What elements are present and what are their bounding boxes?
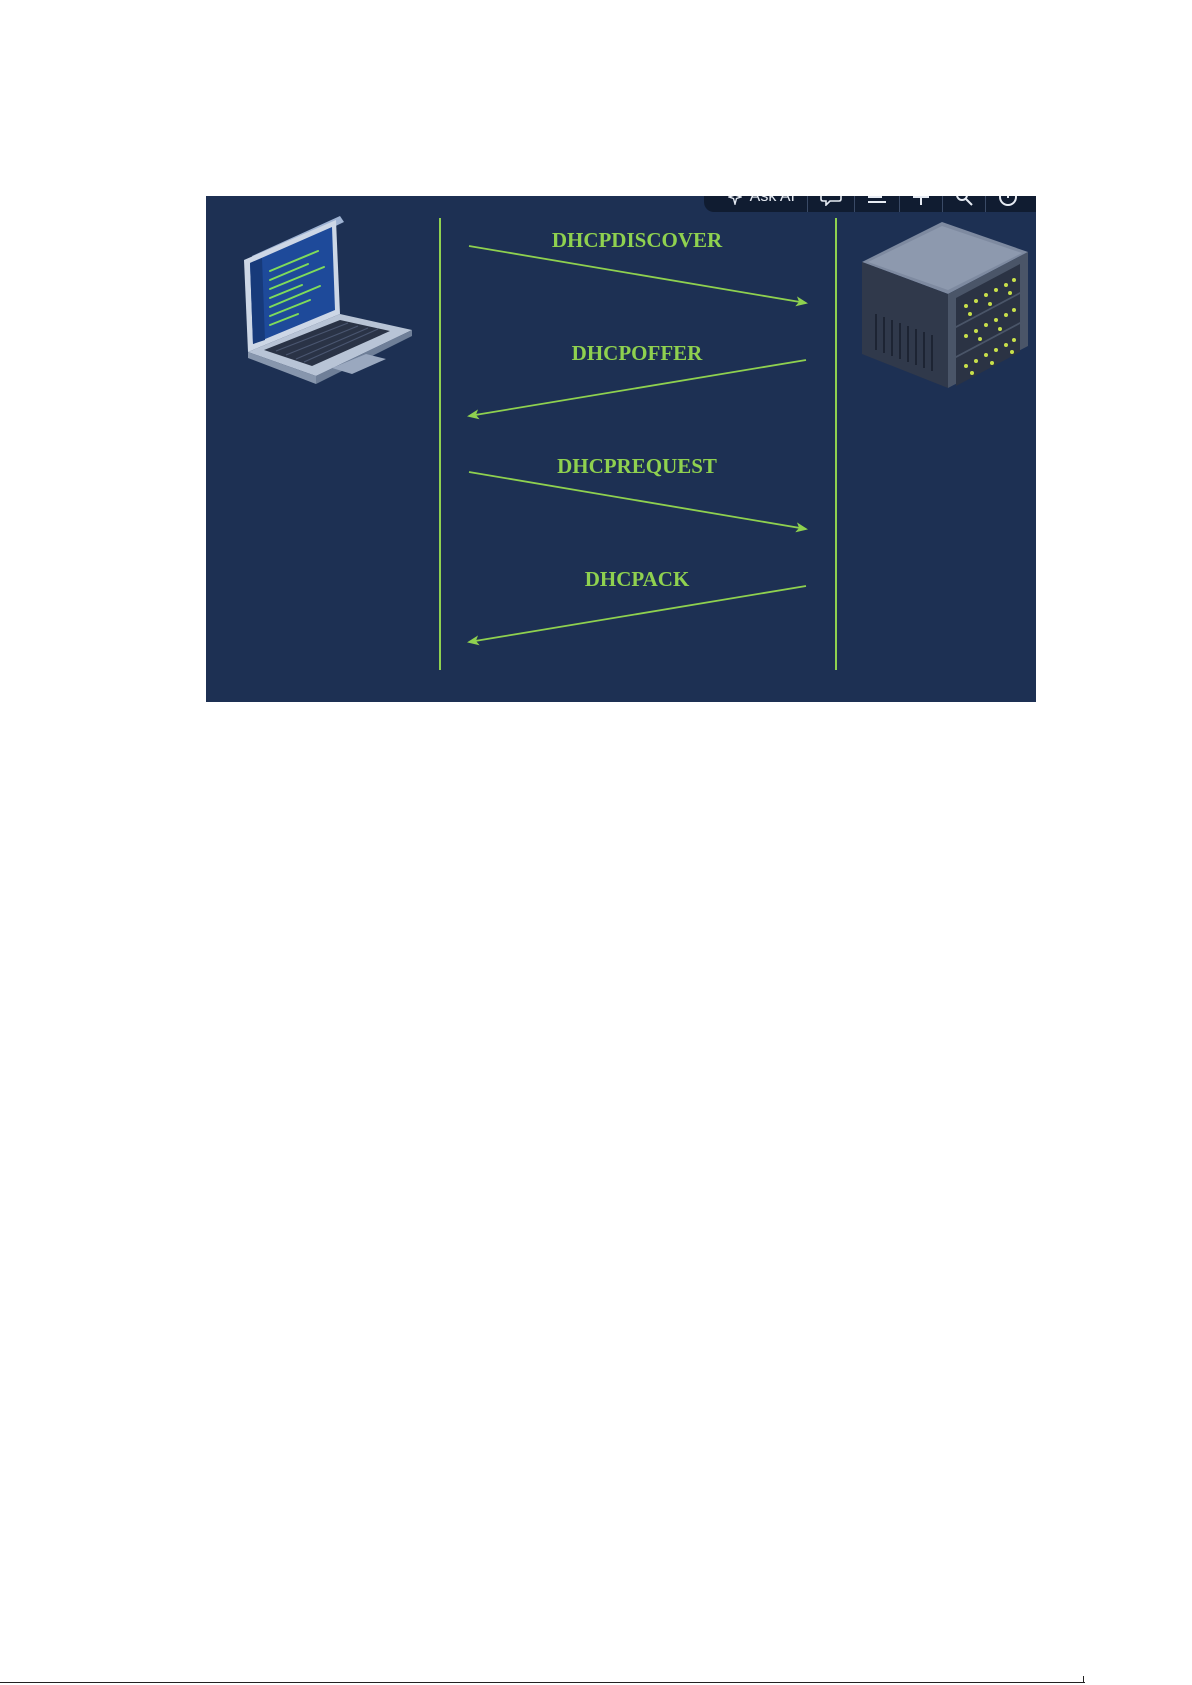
plus-icon (912, 196, 930, 206)
server-icon (862, 222, 1028, 388)
viewer-toolbar: Ask AI (704, 196, 1036, 212)
label-dhcpoffer: DHCPOFFER (572, 341, 703, 365)
arrow-dhcpack (469, 586, 806, 642)
ask-ai-button[interactable]: Ask AI (716, 196, 807, 212)
more-button[interactable] (985, 196, 1030, 212)
ask-ai-label: Ask AI (750, 196, 795, 206)
add-button[interactable] (899, 196, 942, 212)
label-dhcpdiscover: DHCPDISCOVER (552, 228, 723, 252)
sparkle-icon (728, 196, 742, 205)
page-footer-rule (0, 1682, 1085, 1683)
dhcp-diagram-figure: DHCPDISCOVER DHCPOFFER DHCPREQUEST DHCPA… (206, 196, 1036, 702)
comment-icon (820, 196, 842, 206)
search-button[interactable] (942, 196, 985, 212)
laptop-icon (244, 216, 412, 384)
label-dhcpack: DHCPACK (585, 567, 690, 591)
arrow-dhcprequest (469, 472, 806, 529)
page-footer-tick (1083, 1676, 1084, 1683)
dhcp-sequence-diagram: DHCPDISCOVER DHCPOFFER DHCPREQUEST DHCPA… (206, 196, 1036, 702)
arrow-dhcpoffer (469, 360, 806, 416)
arrow-dhcpdiscover (469, 246, 806, 303)
comment-button[interactable] (807, 196, 854, 212)
label-dhcprequest: DHCPREQUEST (557, 454, 717, 478)
search-icon (955, 196, 973, 206)
menu-button[interactable] (854, 196, 899, 212)
circle-icon (998, 196, 1018, 207)
menu-icon (867, 196, 887, 204)
